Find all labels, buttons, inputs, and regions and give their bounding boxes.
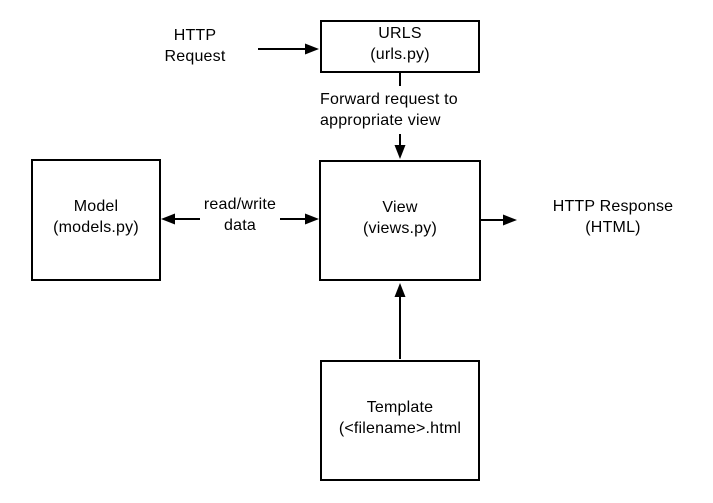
view-box: View (views.py) bbox=[319, 160, 481, 281]
view-box-title: View bbox=[382, 198, 418, 216]
template-box-title: Template bbox=[366, 398, 434, 416]
model-box-subtitle: (models.py) bbox=[53, 219, 139, 236]
forward-request-label: Forward request to appropriate view bbox=[316, 86, 462, 134]
urls-box-title: URLS bbox=[378, 24, 422, 42]
read-write-data-label: read/write data bbox=[203, 196, 277, 234]
view-to-response-arrow bbox=[481, 214, 517, 226]
template-to-view-arrow bbox=[394, 283, 406, 359]
http-request-to-urls-arrow bbox=[258, 43, 319, 55]
model-to-view-arrow bbox=[280, 213, 319, 225]
template-box: Template (<filename>.html bbox=[320, 360, 480, 481]
model-box: Model (models.py) bbox=[31, 159, 161, 281]
view-box-subtitle: (views.py) bbox=[362, 219, 437, 237]
template-box-subtitle: (<filename>.html bbox=[338, 419, 462, 437]
model-box-title: Model bbox=[73, 198, 119, 215]
urls-box: URLS (urls.py) bbox=[320, 20, 480, 73]
view-to-model-arrow bbox=[161, 213, 200, 225]
http-request-label: HTTP Request bbox=[164, 27, 226, 65]
http-response-label: HTTP Response (HTML) bbox=[552, 198, 674, 236]
urls-box-subtitle: (urls.py) bbox=[370, 45, 430, 63]
